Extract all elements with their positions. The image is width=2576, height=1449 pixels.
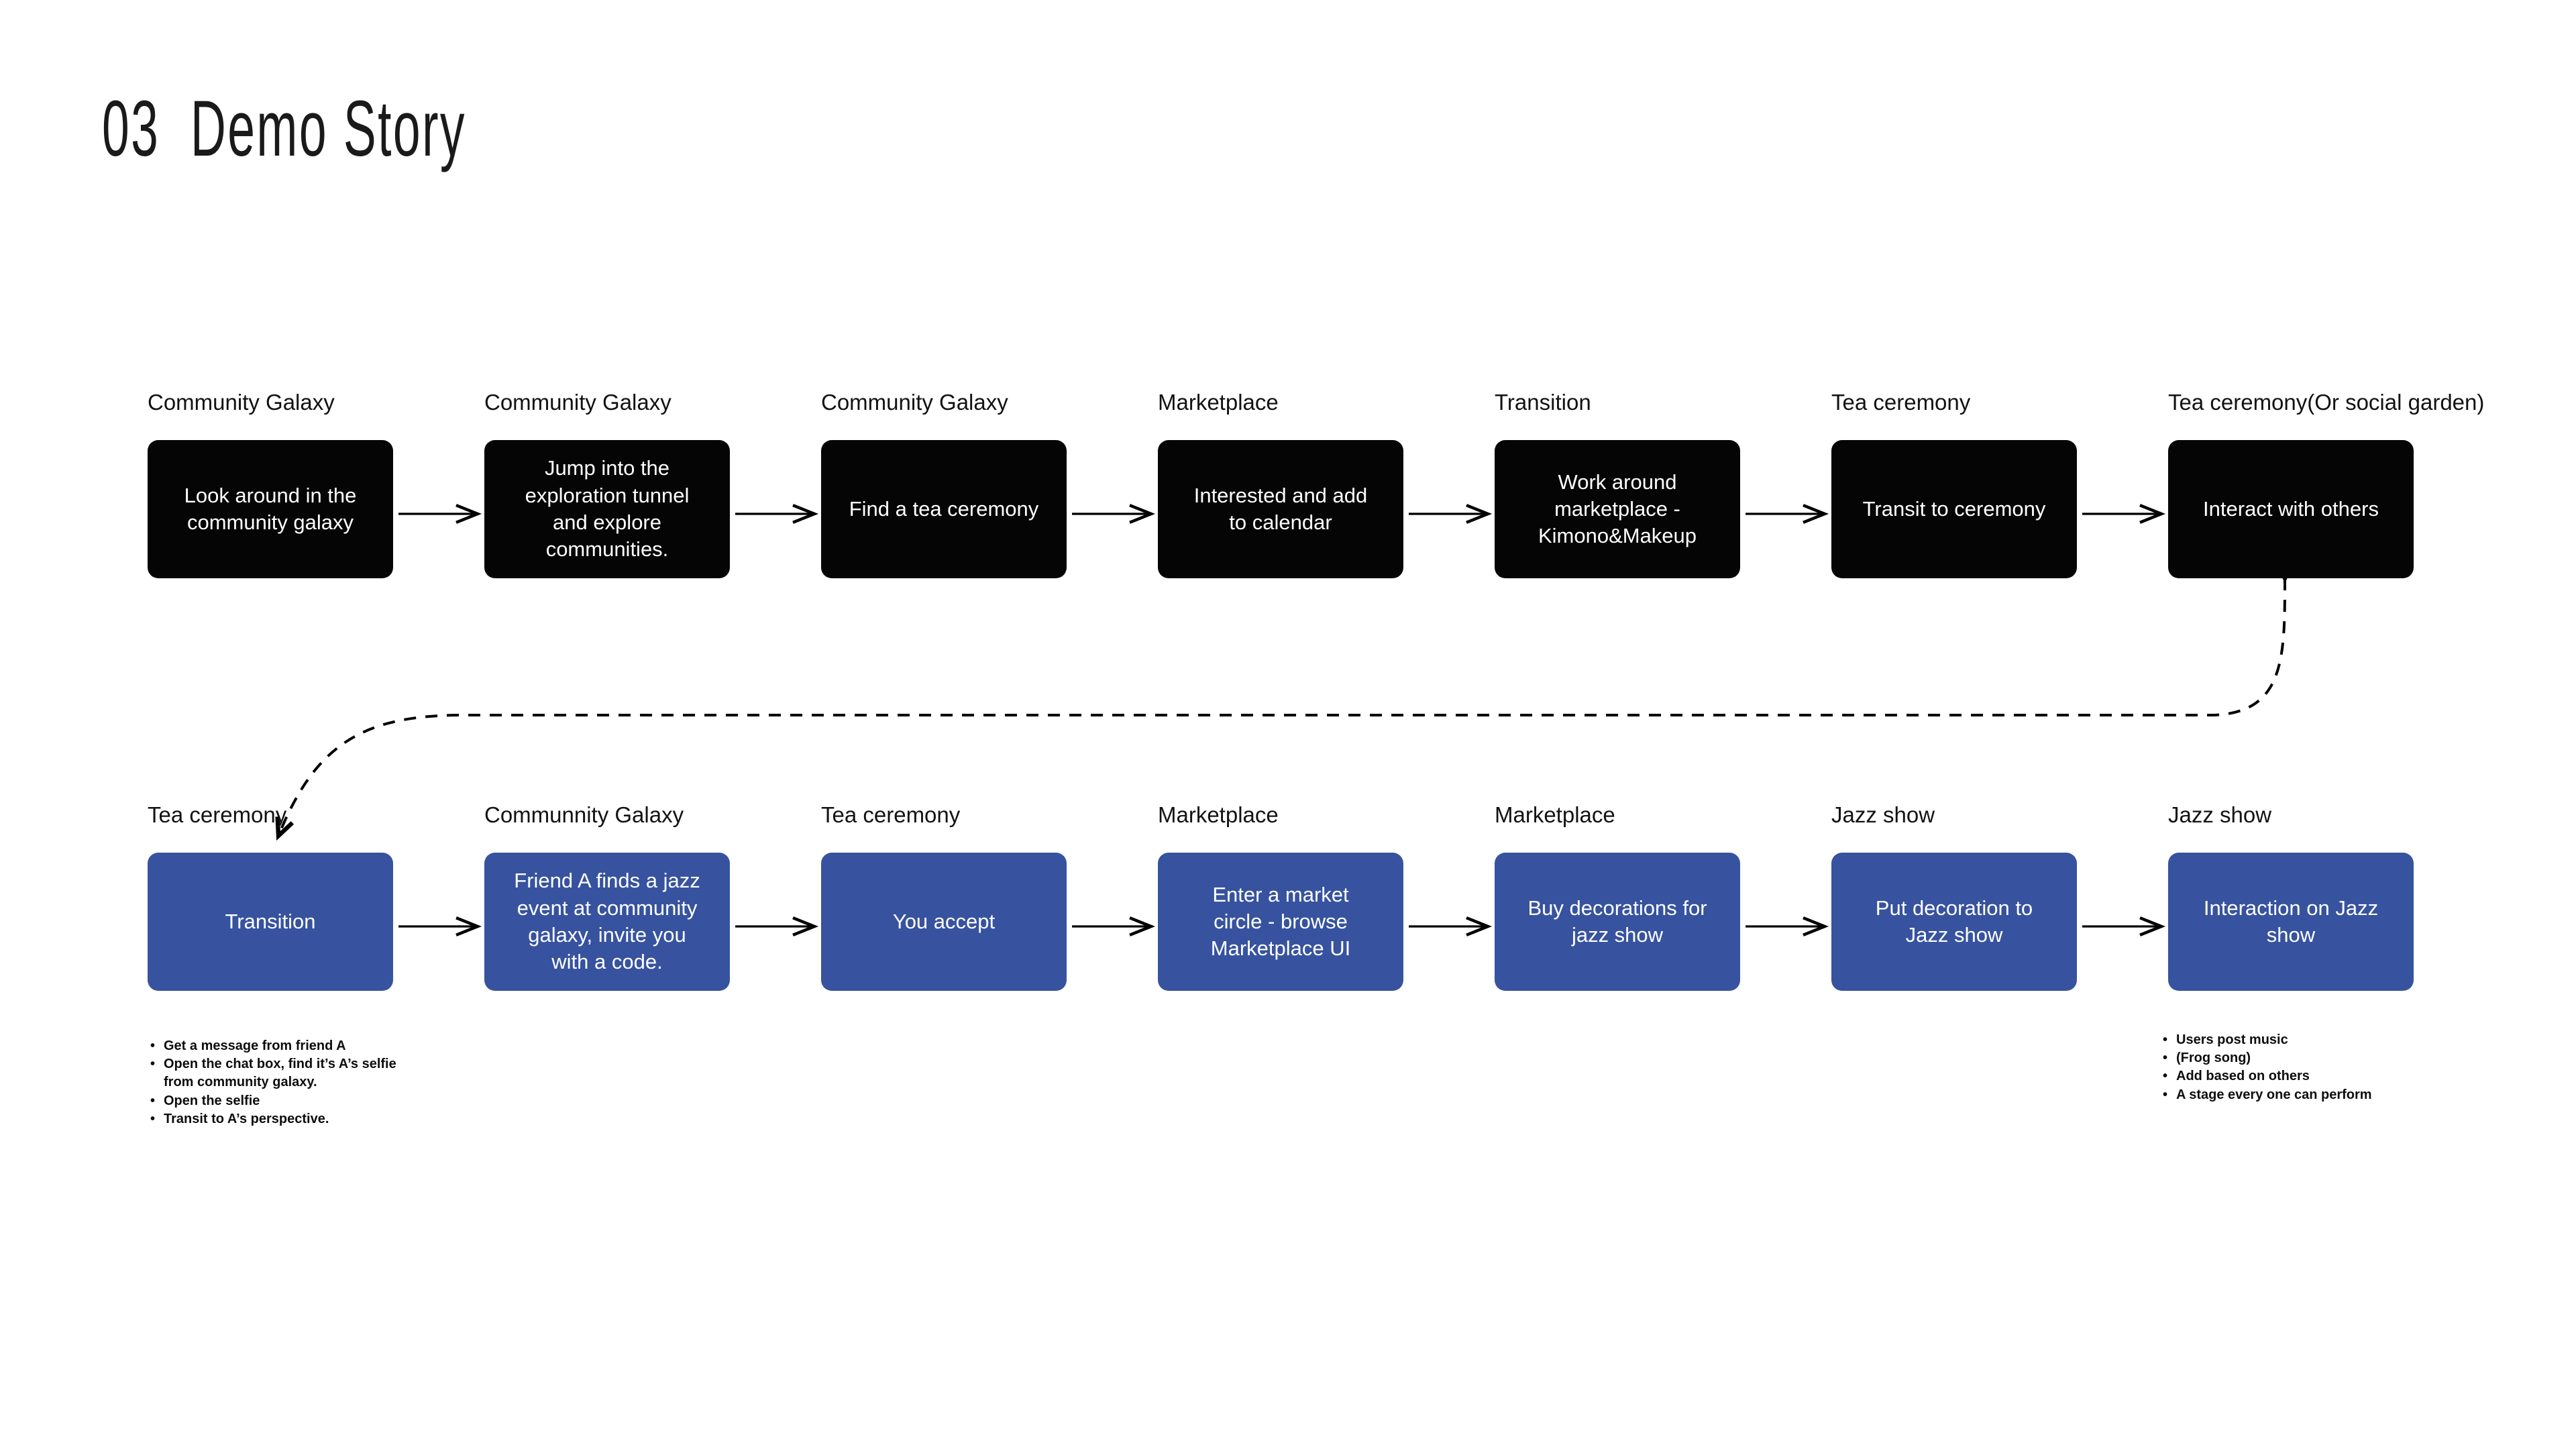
- node-text: You accept: [892, 909, 996, 933]
- node-label: Marketplace: [1158, 802, 1279, 827]
- flow-row-1: Community Galaxy Look around in the comm…: [0, 389, 2576, 671]
- node-box[interactable]: Friend A finds a jazz event at community…: [484, 853, 730, 991]
- node-text: Interaction on Jazz show: [2203, 896, 2379, 947]
- node-text: Look around in the community galaxy: [184, 483, 357, 534]
- node-text: Find a tea ceremony: [849, 496, 1039, 521]
- node-label: Jazz show: [1831, 802, 1935, 827]
- flow-node-r1-1[interactable]: Community Galaxy Look around in the comm…: [148, 389, 393, 578]
- node-label: Communnity Galaxy: [484, 802, 684, 827]
- node-label: Tea ceremony: [1831, 390, 1971, 415]
- node-label: Transition: [1495, 390, 1591, 415]
- node-box[interactable]: Enter a market circle - browse Marketpla…: [1158, 853, 1403, 991]
- notes-list-left: Get a message from friend A Open the cha…: [146, 1037, 428, 1128]
- node-label: Community Galaxy: [821, 390, 1008, 415]
- node-box[interactable]: Interact with others: [2168, 440, 2414, 578]
- list-item: Open the selfie: [146, 1092, 428, 1110]
- node-text: Buy decorations for jazz show: [1527, 896, 1707, 947]
- list-item: Get a message from friend A: [146, 1037, 428, 1055]
- node-label: Tea ceremony: [821, 802, 961, 827]
- node-label: Community Galaxy: [484, 390, 672, 415]
- list-item: A stage every one can perform: [2159, 1086, 2440, 1104]
- flow-node-r2-7[interactable]: Jazz show Interaction on Jazz show: [2168, 802, 2414, 991]
- node-text: Work around marketplace - Kimono&Makeup: [1538, 470, 1697, 548]
- node-text: Interested and add to calendar: [1193, 483, 1368, 534]
- node-box[interactable]: Interested and add to calendar: [1158, 440, 1403, 578]
- node-box[interactable]: Look around in the community galaxy: [148, 440, 393, 578]
- list-item: Add based on others: [2159, 1067, 2440, 1085]
- node-box[interactable]: Transit to ceremony: [1831, 440, 2077, 578]
- flow-node-r1-2[interactable]: Community Galaxy Jump into the explorati…: [484, 389, 730, 578]
- node-text: Transit to ceremony: [1862, 496, 2046, 521]
- node-box[interactable]: Jump into the exploration tunnel and exp…: [484, 440, 730, 578]
- flow-node-r2-6[interactable]: Jazz show Put decoration to Jazz show: [1831, 802, 2077, 991]
- node-box[interactable]: Put decoration to Jazz show: [1831, 853, 2077, 991]
- flow-node-r1-5[interactable]: Transition Work around marketplace - Kim…: [1495, 389, 1740, 578]
- node-label: Tea ceremony: [148, 802, 287, 827]
- flow-row-2: Tea ceremony Transition Communnity Galax…: [0, 802, 2576, 1083]
- node-text: Transition: [225, 909, 316, 933]
- node-text: Enter a market circle - browse Marketpla…: [1210, 882, 1351, 961]
- node-label: Marketplace: [1495, 802, 1615, 827]
- node-text: Jump into the exploration tunnel and exp…: [525, 456, 690, 561]
- node-box[interactable]: Buy decorations for jazz show: [1495, 853, 1740, 991]
- flow-node-r2-1[interactable]: Tea ceremony Transition: [148, 802, 393, 991]
- notes-list-right: Users post music (Frog song) Add based o…: [2159, 1031, 2440, 1104]
- node-box[interactable]: Interaction on Jazz show: [2168, 853, 2414, 991]
- node-box[interactable]: Work around marketplace - Kimono&Makeup: [1495, 440, 1740, 578]
- list-item: Users post music: [2159, 1031, 2440, 1049]
- flow-node-r2-5[interactable]: Marketplace Buy decorations for jazz sho…: [1495, 802, 1740, 991]
- flow-node-r1-3[interactable]: Community Galaxy Find a tea ceremony: [821, 389, 1067, 578]
- node-box[interactable]: Transition: [148, 853, 393, 991]
- flow-node-r2-4[interactable]: Marketplace Enter a market circle - brow…: [1158, 802, 1403, 991]
- node-text: Put decoration to Jazz show: [1875, 896, 2033, 947]
- flow-node-r1-7[interactable]: Tea ceremony(Or social garden) Interact …: [2168, 389, 2485, 578]
- flow-node-r2-2[interactable]: Communnity Galaxy Friend A finds a jazz …: [484, 802, 730, 991]
- list-item: Open the chat box, find it’s A’s selfie …: [146, 1055, 428, 1091]
- node-label: Marketplace: [1158, 390, 1279, 415]
- page-title: 03 Demo Story: [102, 85, 466, 173]
- node-box[interactable]: You accept: [821, 853, 1067, 991]
- node-label: Jazz show: [2168, 802, 2272, 827]
- node-label: Tea ceremony(Or social garden): [2168, 390, 2485, 415]
- list-item: Transit to A’s perspective.: [146, 1110, 428, 1128]
- node-label: Community Galaxy: [148, 390, 335, 415]
- list-item: (Frog song): [2159, 1049, 2440, 1067]
- flow-node-r1-6[interactable]: Tea ceremony Transit to ceremony: [1831, 389, 2077, 578]
- node-text: Friend A finds a jazz event at community…: [514, 869, 700, 974]
- flow-node-r2-3[interactable]: Tea ceremony You accept: [821, 802, 1067, 991]
- node-box[interactable]: Find a tea ceremony: [821, 440, 1067, 578]
- node-text: Interact with others: [2203, 496, 2379, 521]
- flow-node-r1-4[interactable]: Marketplace Interested and add to calend…: [1158, 389, 1403, 578]
